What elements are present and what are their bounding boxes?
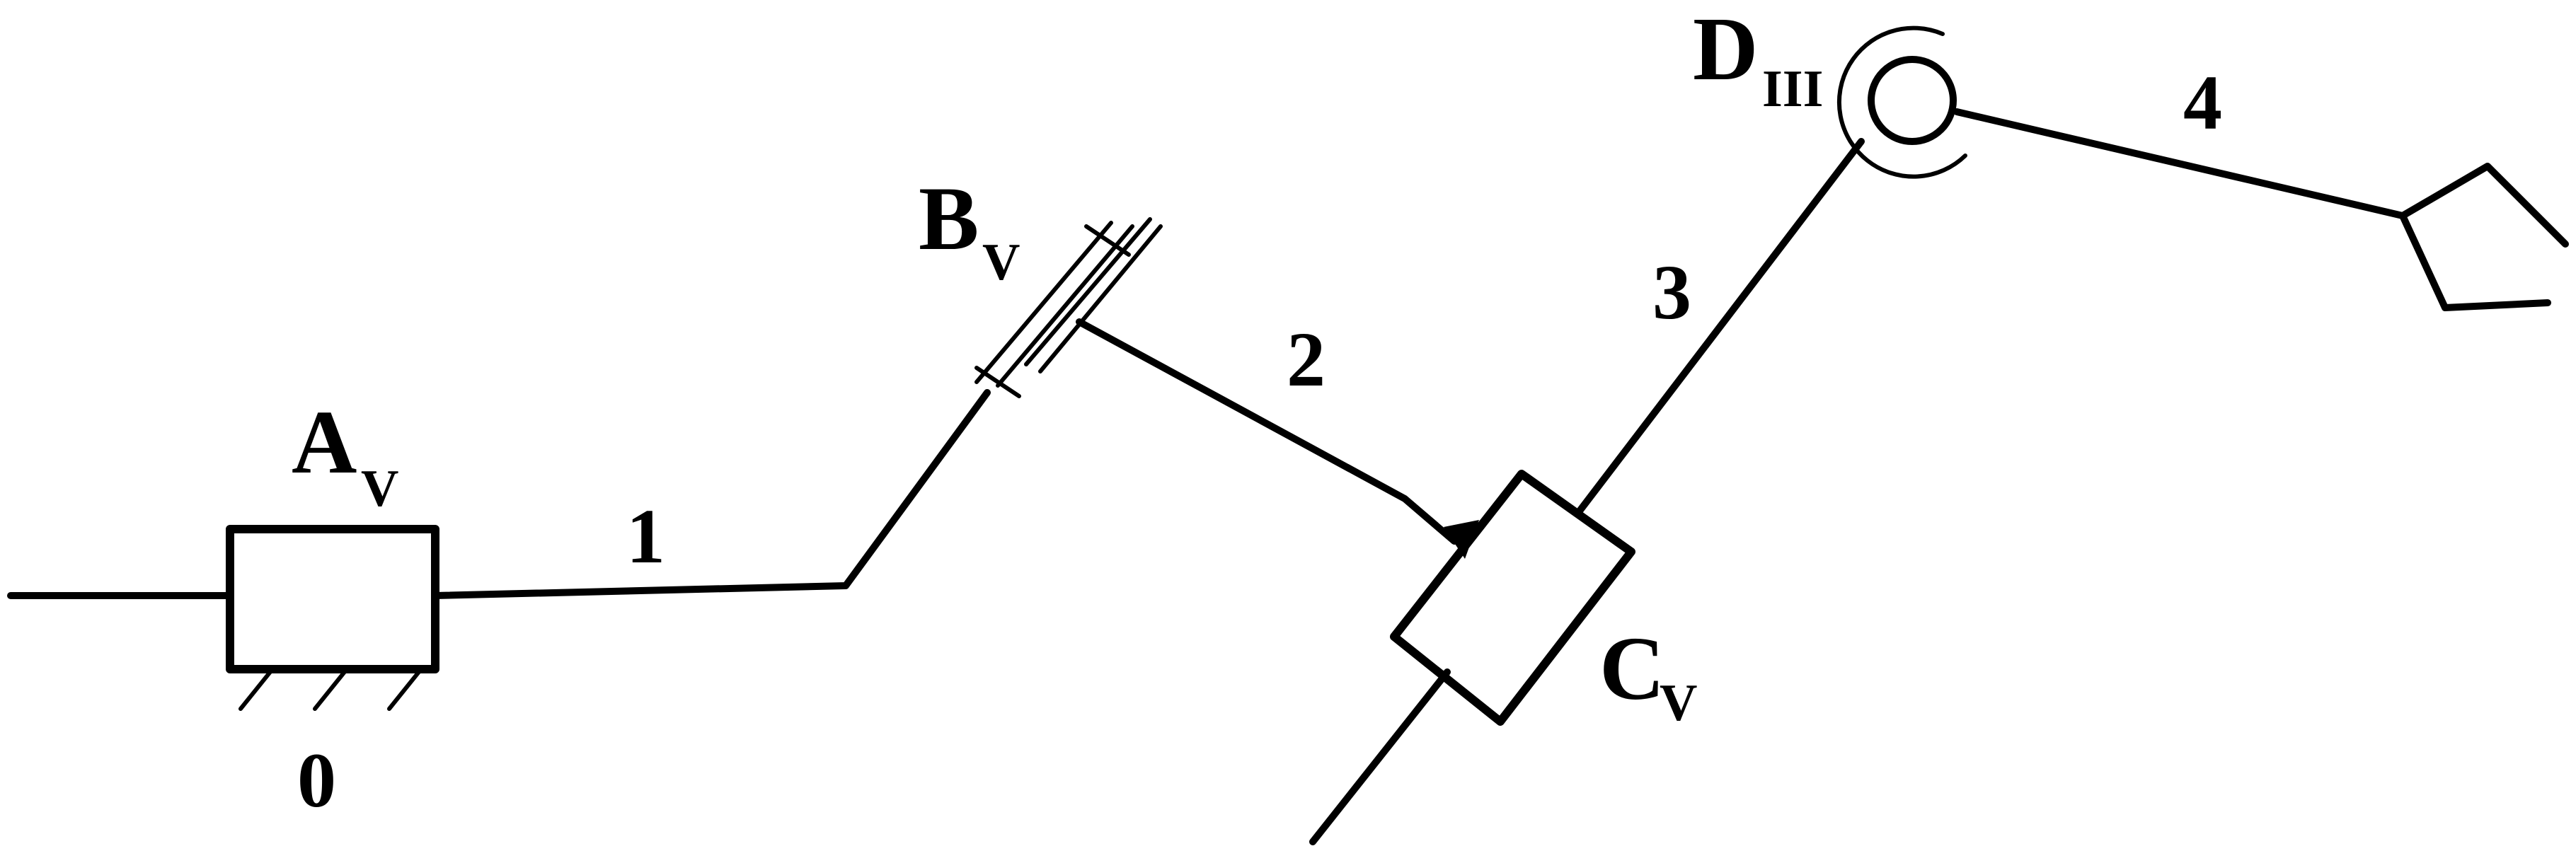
joint-c-rod (1309, 668, 1451, 845)
label-joint-c: C (1599, 618, 1664, 719)
label-ground: 0 (297, 737, 336, 823)
joint-b-slash-1 (974, 221, 1113, 384)
joint-b-slash-3 (1024, 217, 1152, 366)
label-link-3: 3 (1652, 249, 1691, 335)
joint-c-block (1390, 470, 1635, 726)
ground-hatch-2 (313, 667, 349, 711)
label-link-4: 4 (2183, 59, 2222, 146)
label-link-1: 1 (626, 493, 665, 579)
label-joint-a-class: V (361, 460, 398, 518)
label-joint-a: A (292, 392, 357, 492)
link-4 (1953, 108, 2406, 219)
link-3 (1575, 138, 1865, 516)
joint-b-slash-4 (1038, 224, 1163, 373)
joint-a-block (226, 525, 439, 673)
joint-d (1836, 25, 1967, 179)
ground-hatch-1 (238, 667, 275, 711)
joint-a (226, 525, 439, 711)
joint-b-tick-upper (1084, 224, 1131, 257)
joint-c (1390, 470, 1635, 726)
gripper-lower-jaw (2399, 212, 2551, 311)
label-joint-c-class: V (1660, 674, 1697, 732)
ground-hatch-3 (387, 667, 423, 711)
joint-d-ball (1868, 56, 1957, 145)
label-joint-d: D (1693, 0, 1758, 99)
joint-d-socket (1836, 25, 1967, 179)
link-2-weld (1444, 520, 1479, 559)
gripper-upper-jaw (2399, 163, 2569, 248)
label-joint-d-class: III (1762, 60, 1823, 118)
joint-b (974, 217, 1163, 398)
label-joint-b-class: V (982, 233, 1020, 291)
joint-b-slash-2 (996, 224, 1134, 388)
label-link-2: 2 (1287, 316, 1326, 402)
link-1 (432, 389, 991, 599)
link-2 (1076, 318, 1458, 545)
joint-b-tick-lower (974, 366, 1021, 398)
label-joint-b: B (919, 168, 979, 269)
